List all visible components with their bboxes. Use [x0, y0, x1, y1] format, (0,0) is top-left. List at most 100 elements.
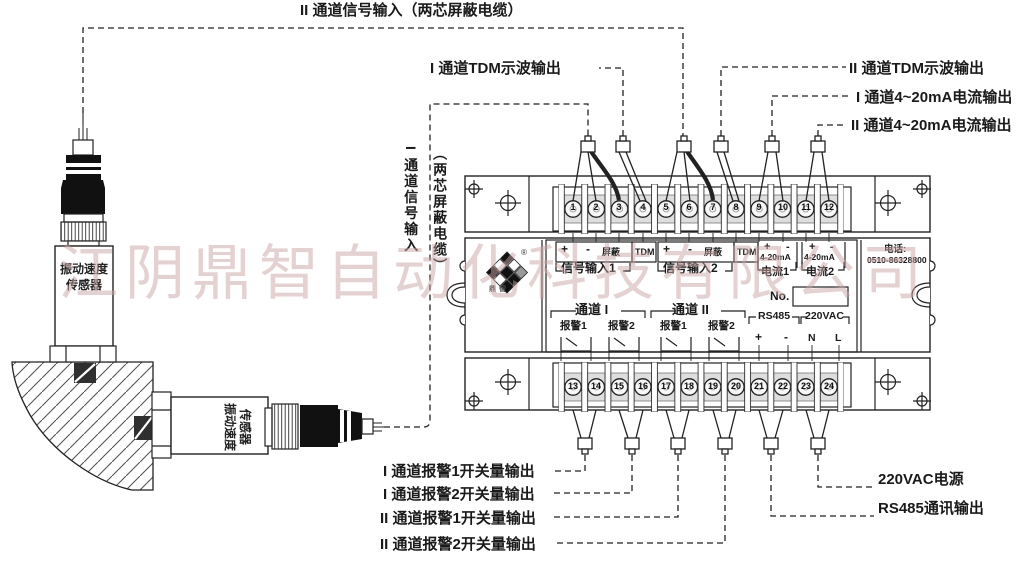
- terminal-number: 21: [753, 381, 764, 391]
- label-ch1-current-output: I 通道4~20mA电流输出: [856, 89, 1013, 106]
- rs485-minus: -: [784, 330, 788, 344]
- sig1-plus: +: [561, 242, 569, 256]
- cur2-range: 4-20mA: [804, 252, 835, 262]
- vibration-sensor-horizontal: [151, 391, 384, 459]
- terminal-number: 4: [640, 202, 646, 212]
- registered-mark: ®: [521, 248, 527, 257]
- route-ch2-signal: [82, 27, 684, 136]
- relay-contact-symbols: [560, 337, 840, 361]
- din-rail-clips: [446, 260, 936, 326]
- terminal-number: 17: [660, 381, 671, 391]
- sig2-plus: +: [663, 242, 671, 256]
- route-rs485: [770, 455, 874, 517]
- terminal-number: 12: [823, 202, 834, 212]
- logo-text: 鼎智: [489, 286, 509, 293]
- route-ch2-tdm: [720, 66, 846, 136]
- signal-input1-label: 信号输入1: [561, 261, 616, 275]
- serial-box: [792, 286, 849, 307]
- terminal-number: 22: [777, 381, 788, 391]
- mounting-holes: [465, 180, 931, 410]
- terminal-number: 16: [637, 381, 648, 391]
- terminal-number: 8: [733, 202, 739, 212]
- current1-label: 电流1: [761, 266, 790, 278]
- terminal-strip-top: [552, 184, 852, 242]
- sensor-name-line2: 传感器: [238, 408, 252, 445]
- cur2-plus: +: [809, 241, 816, 253]
- label-ch2-tdm-output: II 通道TDM示波输出: [849, 60, 984, 77]
- cur1-minus: -: [786, 241, 790, 253]
- ch1-alarm2-label: 报警2: [608, 320, 635, 332]
- terminal-strip-bottom: [552, 362, 852, 412]
- label-panel: [485, 239, 862, 361]
- signal-input2-label: 信号输入2: [663, 261, 718, 275]
- route-ch1-420ma: [771, 95, 852, 136]
- terminal-number: 7: [710, 202, 716, 212]
- serial-label: No.: [770, 289, 790, 303]
- sig1-shield: 屏蔽: [602, 247, 621, 257]
- rs485-plus: +: [755, 330, 763, 344]
- route-power: [817, 455, 874, 488]
- channel1-label: 通道 I: [575, 302, 609, 317]
- route-ch2-alarm2: [557, 455, 726, 544]
- label-ch1-signal-input-line1: I 通道信号输入: [403, 146, 420, 254]
- label-ch2-current-output: II 通道4~20mA电流输出: [851, 117, 1012, 134]
- cur1-plus: +: [764, 241, 771, 253]
- top-plugs-and-wires: [572, 135, 830, 202]
- route-ch2-420ma: [817, 124, 847, 136]
- label-power-supply: 220VAC电源: [878, 471, 964, 488]
- terminal-number: 19: [707, 381, 718, 391]
- sig1-minus: -: [586, 242, 590, 256]
- terminal-number: 10: [777, 202, 788, 212]
- vibration-sensor-vertical: [49, 113, 117, 363]
- bottom-plugs-and-wires: [572, 409, 830, 455]
- sensor-name-line1: 振动速度: [59, 262, 108, 276]
- route-ch2-alarm1: [554, 455, 679, 518]
- label-ch1-alarm2-output: I 通道报警2开关量输出: [383, 486, 535, 503]
- sig1-tdm: TDM: [635, 247, 655, 257]
- monitor-body: [446, 175, 936, 412]
- cur2-minus: -: [830, 241, 834, 253]
- route-ch1-tdm: [599, 67, 624, 136]
- terminal-number: 15: [613, 381, 624, 391]
- phone-label: 电话:: [884, 244, 907, 255]
- terminal-number: 5: [663, 202, 669, 212]
- terminal-number: 9: [756, 202, 762, 212]
- route-ch1-alarm1: [551, 455, 586, 472]
- route-ch1-alarm2: [551, 455, 633, 494]
- channel2-label: 通道 II: [672, 302, 709, 317]
- terminal-number: 18: [683, 381, 694, 391]
- label-rs485-output: RS485通讯输出: [878, 500, 984, 517]
- vac-label: 220VAC: [805, 310, 844, 322]
- route-ch1-signal: [384, 103, 589, 428]
- cable-routes: [82, 27, 874, 544]
- terminal-number: 1: [570, 202, 576, 212]
- sensor-name-line2: 传感器: [65, 278, 102, 292]
- terminal-number: 11: [801, 202, 811, 212]
- ch2-alarm2-label: 报警2: [708, 320, 735, 332]
- terminal-number: 2: [593, 202, 599, 212]
- label-ch2-signal-input: II 通道信号输入（两芯屏蔽电缆）: [300, 2, 523, 19]
- label-ch1-alarm1-output: I 通道报警1开关量输出: [383, 463, 535, 480]
- terminal-number: 13: [567, 381, 578, 391]
- phone-number: 0510-86328800: [867, 255, 927, 265]
- terminal-number: 6: [686, 202, 692, 212]
- rs485-label: RS485: [758, 310, 791, 322]
- label-ch1-tdm-output: I 通道TDM示波输出: [430, 60, 561, 77]
- terminal-number: 24: [823, 381, 834, 391]
- brand-logo: [485, 251, 529, 294]
- current2-label: 电流2: [806, 266, 835, 278]
- ch1-alarm1-label: 报警1: [560, 320, 587, 332]
- vac-l: L: [835, 332, 842, 344]
- sig2-minus: -: [688, 242, 692, 256]
- label-ch2-alarm2-output: II 通道报警2开关量输出: [380, 536, 536, 553]
- terminal-number: 20: [730, 381, 741, 391]
- terminal-number: 14: [590, 381, 601, 391]
- terminal-number: 23: [800, 381, 811, 391]
- horizontal-sensor-label: 振动速度 传感器: [208, 396, 266, 458]
- sig2-shield: 屏蔽: [704, 247, 723, 257]
- vertical-sensor-label: 振动速度 传感器: [55, 261, 113, 293]
- terminal-number: 3: [616, 202, 622, 212]
- vac-n: N: [808, 332, 816, 344]
- ch2-alarm1-label: 报警1: [660, 320, 687, 332]
